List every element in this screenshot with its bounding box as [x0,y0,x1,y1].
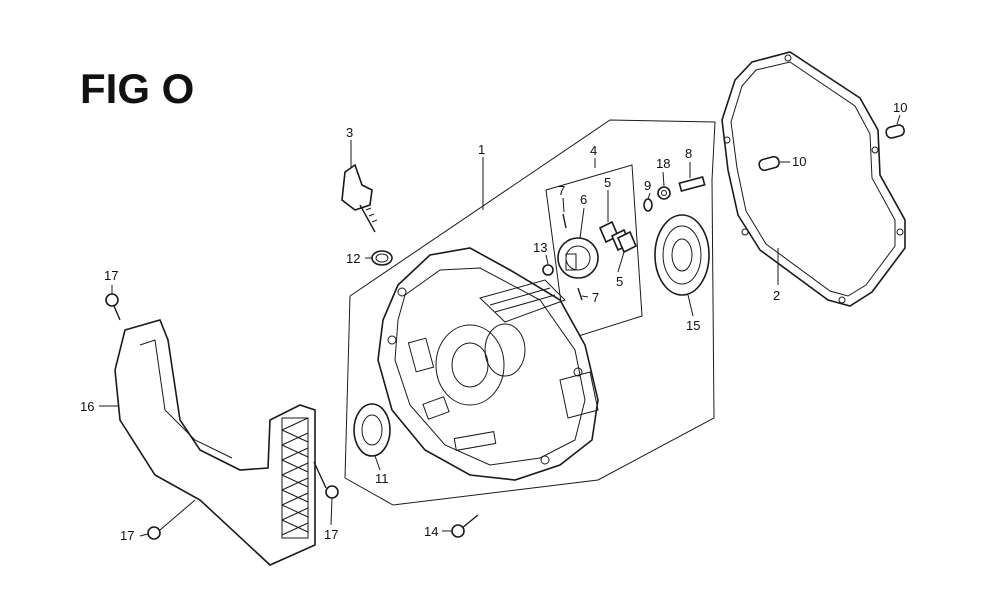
shroud-bolt-part [105,293,339,540]
oil-filler-cap-part [341,163,378,233]
callout-16: 16 [80,399,94,414]
o-ring-part [371,250,393,266]
callout-12: 12 [346,251,360,266]
bearing-part [654,214,710,296]
callout-15: 15 [686,318,700,333]
callout-8: 8 [685,146,692,161]
dowel-pin-part [758,124,905,172]
pin-part [562,213,583,301]
callout-17c: 17 [120,528,134,543]
callout-3: 3 [346,125,353,140]
callout-7b: 7 [592,290,599,305]
callout-18: 18 [656,156,670,171]
gasket-part [721,51,906,307]
leader-lines [99,114,901,537]
callout-4: 4 [590,143,597,158]
flange-bolt-part [451,514,479,538]
washer-part [542,264,554,276]
callout-labels: 1 2 3 4 5 5 6 7 7 8 9 10 10 11 12 13 14 … [80,100,907,543]
callout-1: 1 [478,142,485,157]
governor-weights-part [598,220,638,254]
callout-17a: 17 [104,268,118,283]
governor-gear-part [557,237,599,279]
nut-part [657,186,671,200]
crankcase-cover-part [377,247,599,481]
shroud-part [114,319,316,566]
callout-5a: 5 [604,175,611,190]
small-washer-part [643,198,653,212]
oil-seal-part [353,403,391,457]
callout-5b: 5 [616,274,623,289]
callout-6: 6 [580,192,587,207]
shaft-pin-part [678,176,706,192]
callout-2: 2 [773,288,780,303]
callout-14: 14 [424,524,438,539]
screen-mesh [281,417,309,539]
callout-13: 13 [533,240,547,255]
callout-7a: 7 [558,183,565,198]
callout-11: 11 [375,471,389,486]
callout-9: 9 [644,178,651,193]
assembly-boundary [344,119,716,506]
governor-subassembly-box [545,164,643,341]
callout-17b: 17 [324,527,338,542]
figure-title: FIG O [80,65,194,112]
callout-10b: 10 [893,100,907,115]
callout-10a: 10 [792,154,806,169]
